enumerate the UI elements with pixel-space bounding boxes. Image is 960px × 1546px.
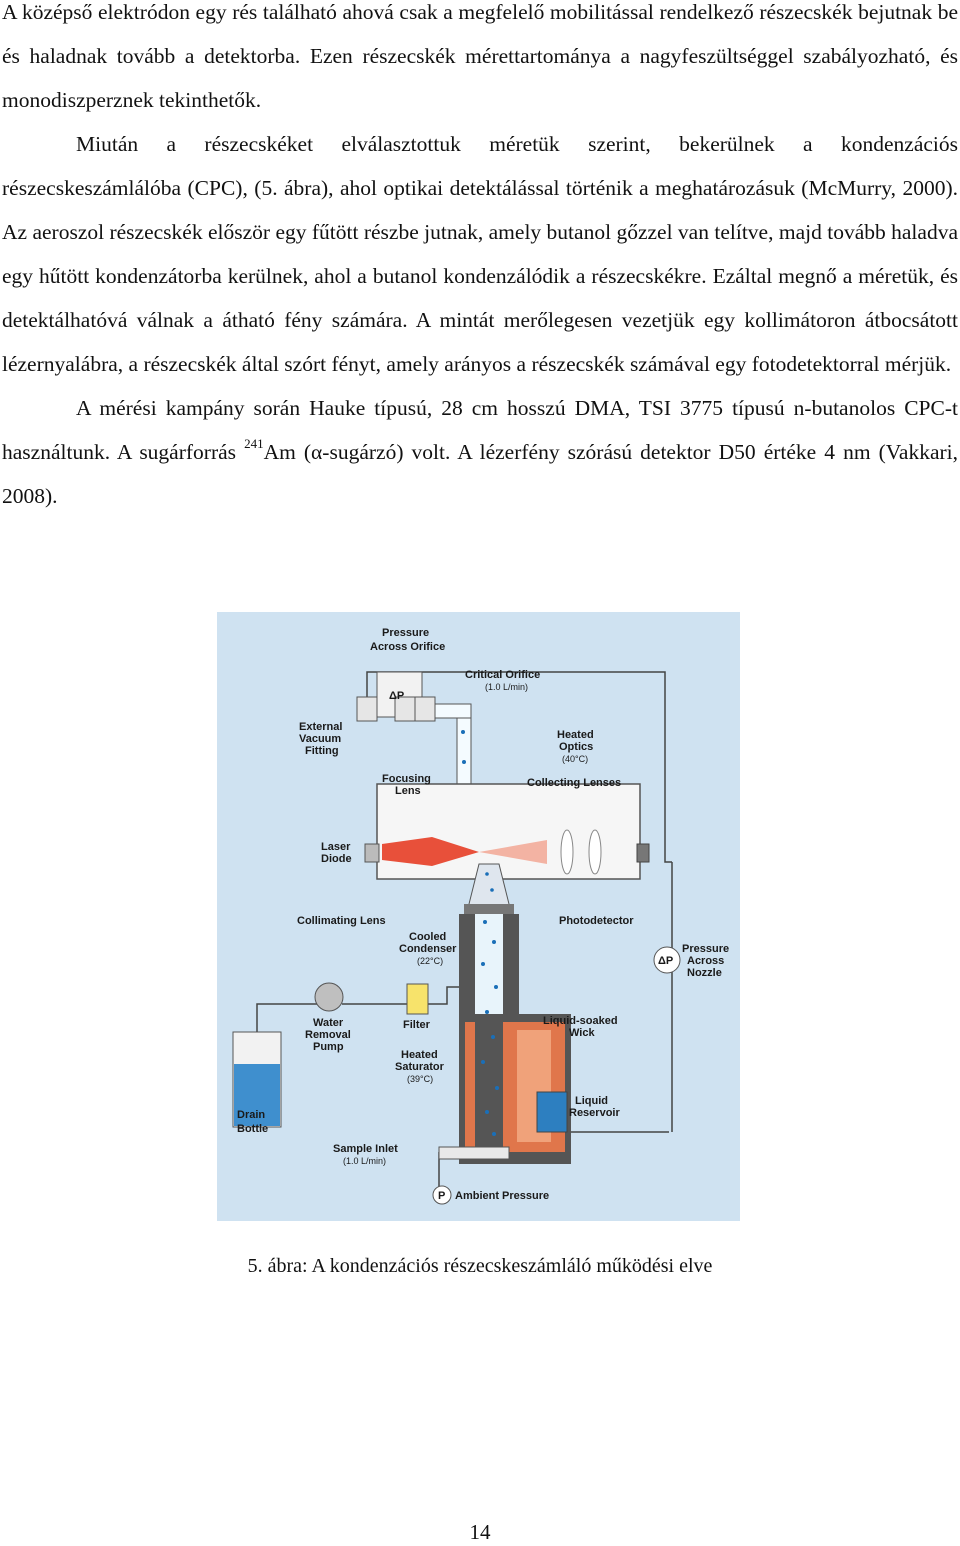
page-number: 14 — [469, 1520, 491, 1544]
paragraph-3: A mérési kampány során Hauke típusú, 28 … — [2, 386, 958, 518]
label-diode: Diode — [321, 853, 352, 865]
water-pump — [314, 982, 344, 1012]
label-sample-inlet: Sample Inlet — [333, 1143, 398, 1155]
label-photodetector: Photodetector — [559, 915, 634, 927]
label-drain: Drain — [237, 1109, 265, 1121]
label-pressure: Pressure — [382, 627, 429, 639]
label-ambient-pressure: Ambient Pressure — [455, 1190, 549, 1202]
label-optics-temp: (40°C) — [562, 754, 588, 764]
exhaust-elbow — [434, 703, 472, 719]
label-pressure-nozzle: Pressure — [682, 943, 729, 955]
label-optics: Optics — [559, 741, 593, 753]
label-vacuum: Vacuum — [299, 733, 341, 745]
label-critical-orifice: Critical Orifice — [465, 669, 540, 681]
label-external: External — [299, 721, 342, 733]
label-fitting: Fitting — [305, 745, 339, 757]
label-focusing: Focusing — [382, 773, 431, 785]
scattered-light — [479, 840, 547, 864]
paragraph-3-part-b: Am (α-sugárzó) volt. A lézerfény szórású… — [2, 440, 958, 508]
label-wick: Wick — [569, 1027, 595, 1039]
isotope-mass-number: 241 — [244, 436, 264, 451]
filter-element — [406, 983, 429, 1015]
label-across-orifice: Across Orifice — [370, 641, 445, 653]
label-removal: Removal — [305, 1029, 351, 1041]
drain-water — [234, 1064, 280, 1126]
vacuum-block-right — [414, 696, 436, 722]
label-collecting-lenses: Collecting Lenses — [527, 777, 621, 789]
nozzle-cap — [464, 904, 514, 914]
label-across-nozzle: Across — [687, 955, 724, 967]
liquid-reservoir — [536, 1091, 568, 1133]
cpc-diagram: Pressure Across Orifice ΔP Critical Orif… — [217, 612, 740, 1221]
label-liquid: Liquid — [575, 1095, 608, 1107]
paragraph-1: A középső elektródon egy rés található a… — [2, 0, 958, 112]
label-reservoir: Reservoir — [569, 1107, 620, 1119]
label-heated: Heated — [557, 729, 594, 741]
flow-lines — [256, 671, 673, 1197]
label-laser: Laser — [321, 841, 351, 853]
paragraph-2: Miután a részecskéket elválasztottuk mér… — [2, 132, 958, 376]
paragraph-3-part-a: A mérési kampány során Hauke típusú, 28 … — [2, 396, 958, 464]
figure-caption: 5. ábra: A kondenzációs részecskeszámlál… — [247, 1255, 713, 1277]
label-critical-flow: (1.0 L/min) — [485, 682, 528, 692]
collecting-lens-1 — [560, 829, 574, 875]
label-condenser-temp: (22°C) — [417, 956, 443, 966]
label-water: Water — [313, 1017, 344, 1029]
label-saturator: Saturator — [395, 1061, 445, 1073]
label-liquid-soaked: Liquid-soaked — [543, 1015, 618, 1027]
heater-left — [465, 1022, 475, 1152]
sample-inlet-tube — [438, 1146, 510, 1160]
vacuum-block-left — [356, 696, 378, 722]
label-lens: Lens — [395, 785, 421, 797]
label-dp-top: ΔP — [389, 690, 404, 702]
label-saturator-temp: (39°C) — [407, 1074, 433, 1084]
label-nozzle: Nozzle — [687, 967, 722, 979]
label-filter: Filter — [403, 1019, 431, 1031]
label-heated-sat: Heated — [401, 1049, 438, 1061]
label-bottle: Bottle — [237, 1123, 268, 1135]
ambient-gauge — [432, 1185, 452, 1205]
dp-nozzle-gauge — [653, 946, 681, 974]
label-pump: Pump — [313, 1041, 344, 1053]
label-p: P — [438, 1190, 445, 1202]
collecting-lens-2 — [588, 829, 602, 875]
laser-beam — [382, 837, 479, 866]
particles — [461, 730, 499, 1136]
photodetector-block — [636, 843, 650, 863]
label-sample-flow: (1.0 L/min) — [343, 1156, 386, 1166]
label-collimating-lens: Collimating Lens — [297, 915, 386, 927]
label-cooled: Cooled — [409, 931, 446, 943]
label-condenser: Condenser — [399, 943, 457, 955]
optics-chamber — [376, 783, 641, 880]
label-dp-nozzle: ΔP — [658, 955, 673, 967]
body-text: A középső elektródon egy rés található a… — [2, 0, 958, 518]
laser-diode-block — [364, 843, 380, 863]
